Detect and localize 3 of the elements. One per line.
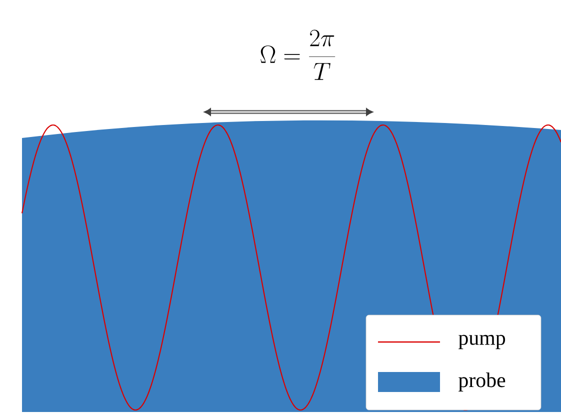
legend-label: probe — [458, 372, 506, 392]
legend-label: pump — [458, 334, 506, 350]
label: $\Omega = \frac{2\pi}{T}$ — [260, 30, 336, 80]
